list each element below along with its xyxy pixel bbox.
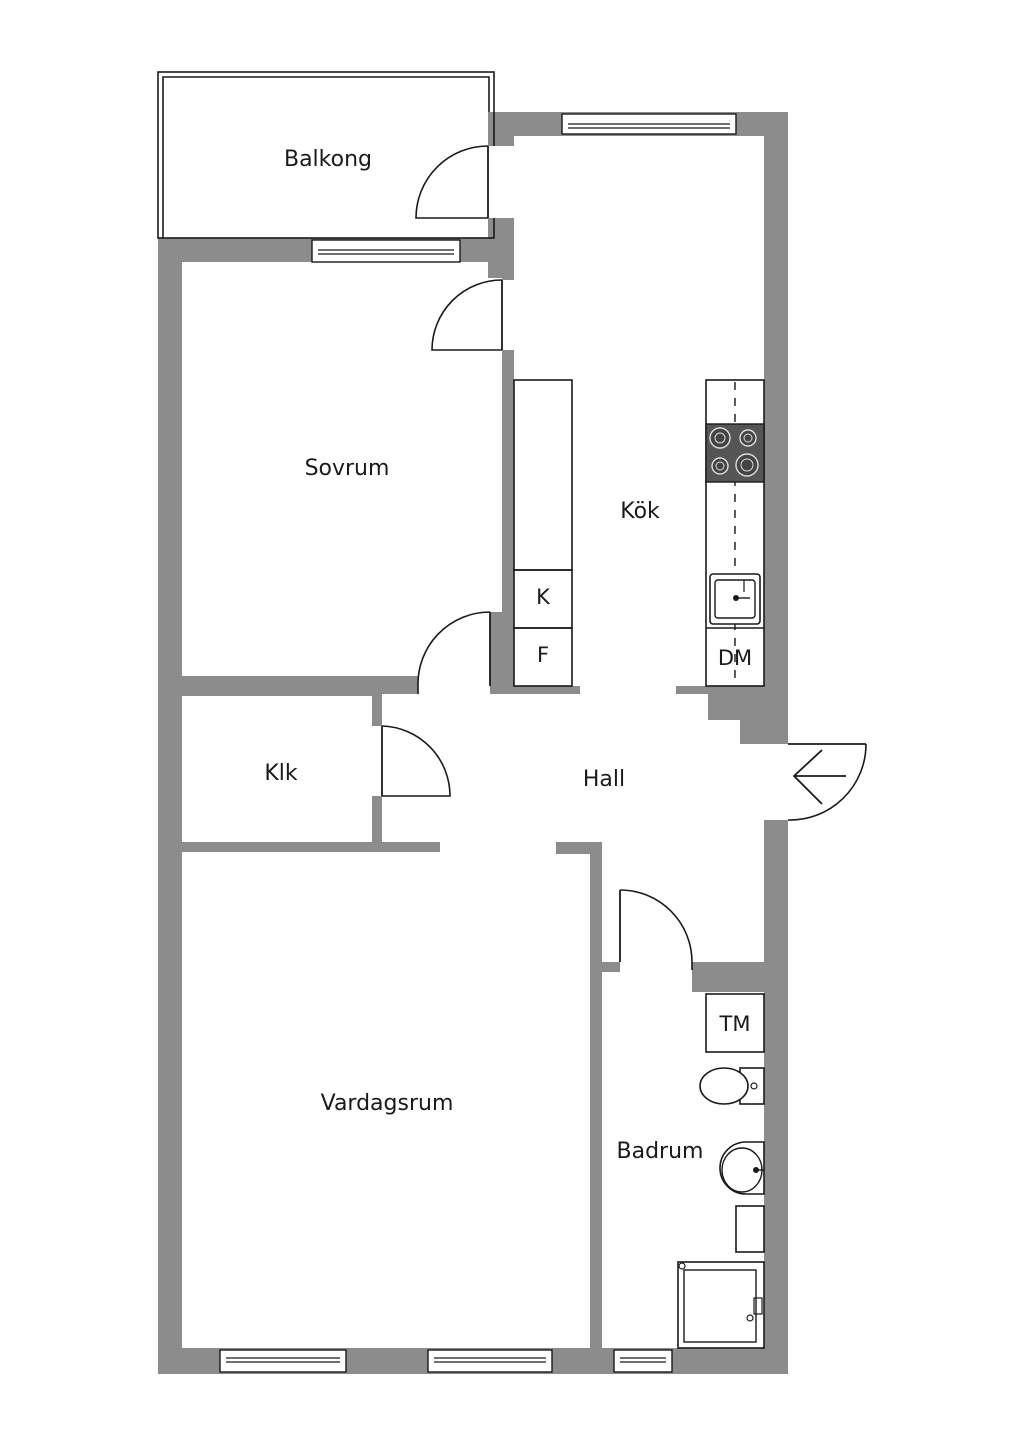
kitchen-counter (705, 379, 765, 687)
dryer-box (705, 993, 765, 1053)
window-kitchen (561, 113, 737, 135)
window-bathroom (613, 1349, 673, 1373)
entrance-gap (764, 744, 790, 820)
windows (219, 113, 737, 1373)
wall-bedroom-kitchen (502, 262, 514, 280)
wall-bath-top-left (590, 962, 620, 972)
door-entrance (787, 743, 867, 821)
wall-bath-left (590, 962, 602, 1374)
shower-icon (677, 1261, 765, 1349)
label-freezer: F (537, 643, 549, 667)
balcony-rail-inner (162, 76, 490, 238)
wall-entry-step-c (764, 820, 788, 970)
freezer-box (513, 627, 573, 687)
cabinet-box (735, 1205, 765, 1253)
window-bedroom (311, 239, 461, 263)
window-living-left (219, 1349, 347, 1373)
window-living-right (427, 1349, 553, 1373)
wall-closet-right-lower (372, 796, 382, 842)
wall-living-right (590, 842, 602, 974)
label-bedroom: Sovrum (305, 456, 390, 481)
balcony-door-gap (488, 146, 514, 218)
wall-kitchen-left-upper (488, 112, 514, 146)
sink-icon (709, 573, 761, 625)
label-balcony: Balkong (284, 147, 372, 172)
wall-bedroom-kitchen-lower (502, 350, 514, 688)
wall-closet-top (182, 686, 382, 696)
label-hall: Hall (583, 767, 625, 792)
door-bedroom-kitchen (431, 279, 503, 351)
label-fridge: K (536, 585, 551, 609)
pantry-cabinet (513, 379, 573, 571)
label-bathroom: Badrum (617, 1139, 704, 1164)
label-dryer: TM (719, 1012, 751, 1036)
wall-bedroom-bottom-right (490, 686, 580, 694)
label-living-room: Vardagsrum (321, 1091, 454, 1116)
door-bathroom (619, 889, 693, 970)
label-kitchen: Kök (620, 499, 660, 524)
entrance-arrow-icon (792, 749, 846, 805)
label-closet: Klk (264, 761, 298, 786)
kitchen-fixtures (513, 379, 765, 687)
door-bedroom-hall (417, 611, 491, 694)
bathroom-fixtures (677, 993, 765, 1349)
toilet-icon (699, 1067, 765, 1105)
wall-closet-bottom (182, 842, 440, 852)
label-dishwasher: DM (718, 646, 752, 670)
balcony (157, 71, 514, 239)
wall-entry-step-b (740, 686, 788, 744)
wall-left (158, 238, 182, 1374)
stove-icon (705, 423, 765, 483)
washbasin-icon (719, 1141, 765, 1195)
door-closet (381, 725, 451, 797)
walls (158, 112, 790, 1374)
fixture-labels: K F DM TM (536, 585, 752, 1036)
wall-closet-right-upper (372, 686, 382, 726)
door-balcony (415, 145, 489, 219)
room-labels: Balkong Sovrum Kök Klk Hall Vardagsrum B… (264, 147, 703, 1164)
doors (381, 145, 867, 970)
wall-hall-column (490, 612, 502, 688)
